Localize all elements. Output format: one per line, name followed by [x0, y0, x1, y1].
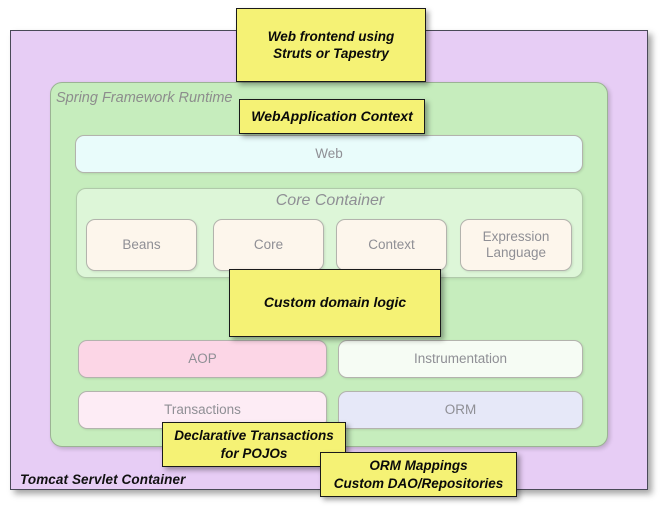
spring-framework-runtime-label: Spring Framework Runtime	[56, 90, 233, 106]
tomcat-servlet-container-label: Tomcat Servlet Container	[20, 472, 186, 487]
module-core: Core	[213, 219, 324, 271]
callout-web-frontend: Web frontend using Struts or Tapestry	[236, 8, 426, 82]
module-web: Web	[75, 135, 583, 173]
module-beans: Beans	[86, 219, 197, 271]
callout-custom-domain-logic: Custom domain logic	[229, 269, 441, 337]
module-expression-language: Expression Language	[460, 219, 572, 271]
module-context: Context	[336, 219, 447, 271]
callout-declarative-transactions: Declarative Transactions for POJOs	[162, 422, 346, 467]
module-instrumentation: Instrumentation	[338, 340, 583, 378]
callout-webapplication-context: WebApplication Context	[239, 99, 425, 134]
module-aop: AOP	[78, 340, 327, 378]
module-orm: ORM	[338, 391, 583, 429]
core-container-label: Core Container	[275, 192, 385, 209]
callout-orm-mappings: ORM Mappings Custom DAO/Repositories	[320, 452, 517, 497]
